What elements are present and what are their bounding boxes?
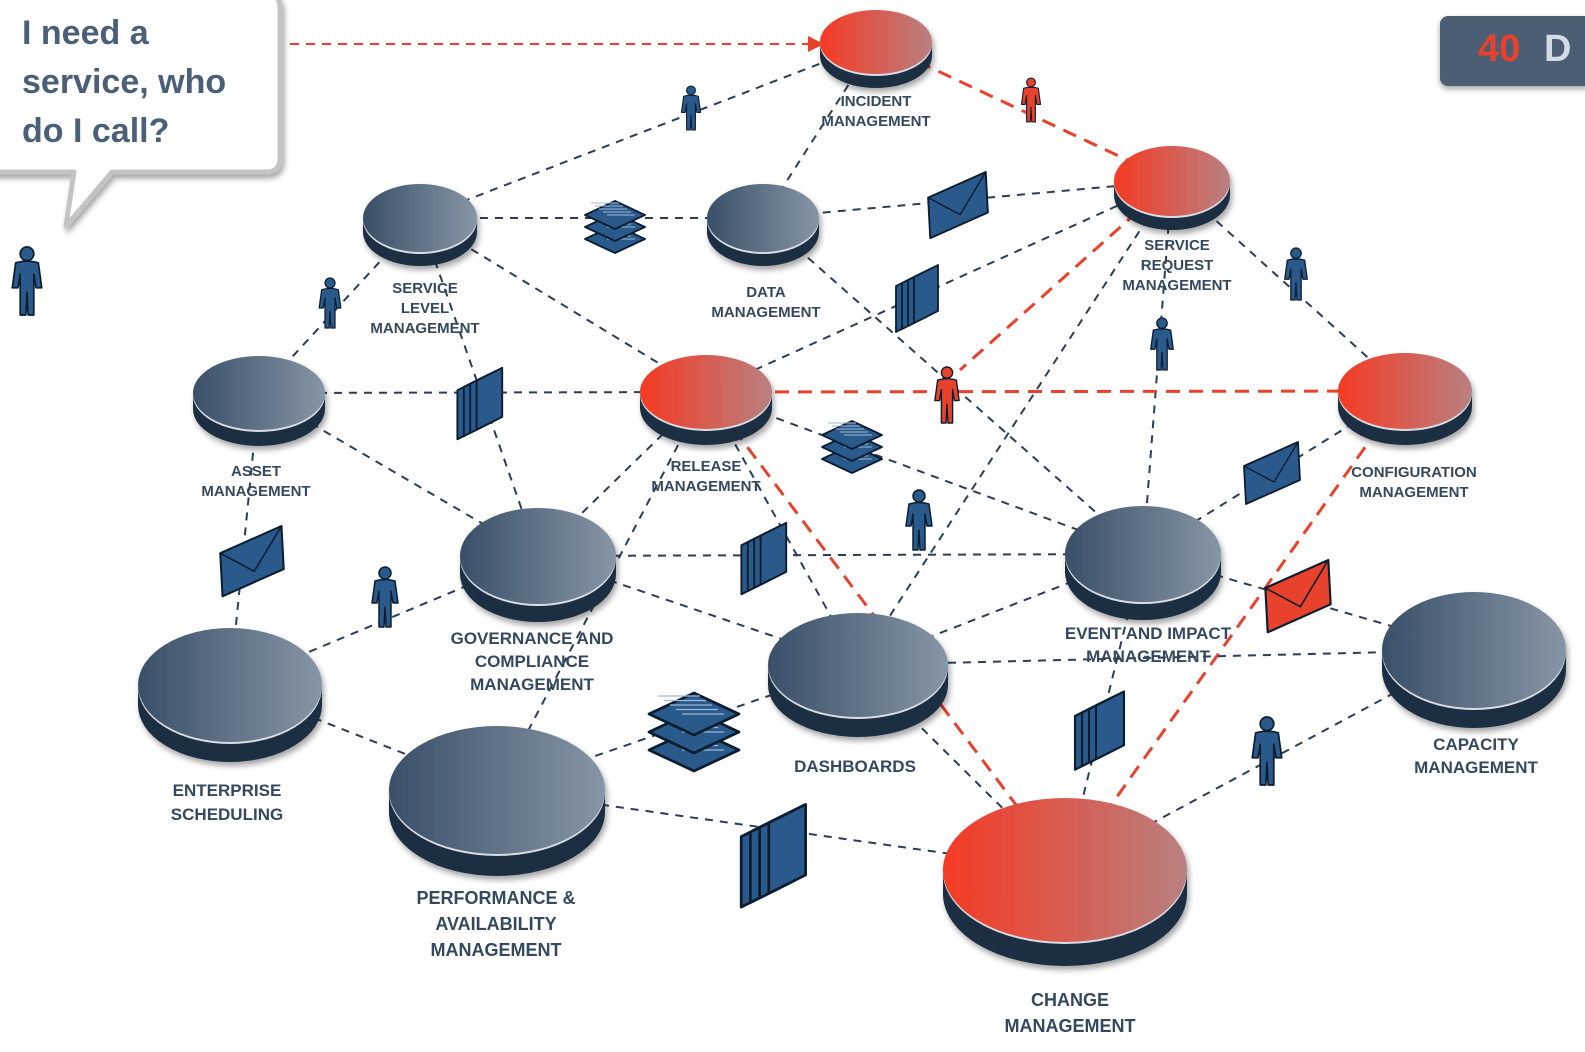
node-asset[interactable]: [193, 356, 325, 446]
document-stack-icon: [821, 420, 883, 474]
person-icon: [680, 85, 702, 131]
person-icon: [371, 566, 399, 628]
node-change[interactable]: [943, 798, 1187, 966]
edge-release-configuration: [705, 389, 1406, 394]
person-icon: [1251, 716, 1283, 786]
speech-bubble-shape: [0, 0, 283, 229]
envelope-icon: [1243, 441, 1301, 505]
node-event[interactable]: [1065, 506, 1221, 620]
edge-release-event: [705, 391, 1144, 555]
node-dashboards[interactable]: [768, 613, 948, 737]
badge-text: D: [1544, 28, 1572, 70]
person-icon: [11, 246, 43, 316]
folder-stack-icon: [895, 264, 939, 333]
arrowhead-icon: [808, 36, 824, 52]
envelope-icon: [927, 171, 989, 240]
person-icon: [1020, 77, 1042, 123]
node-performance[interactable]: [389, 726, 605, 876]
person-icon: [934, 366, 960, 424]
document-stack-icon: [647, 691, 741, 773]
slide-number-badge: 40 D: [1440, 16, 1585, 86]
person-icon: [318, 277, 342, 329]
node-enterprise[interactable]: [138, 628, 322, 762]
edge-governance-dashboards: [537, 555, 859, 666]
edge-service_request-release: [705, 180, 1173, 393]
folder-stack-icon: [1073, 690, 1126, 771]
edge-data-event: [762, 217, 1144, 555]
edge-governance-event: [537, 553, 1144, 557]
edge-release-change: [704, 391, 1067, 871]
node-capacity[interactable]: [1382, 592, 1566, 728]
node-label-dashboards: DASHBOARDS: [794, 757, 916, 776]
folder-stack-icon: [456, 366, 504, 441]
edge-service_request-dashboards: [857, 180, 1173, 666]
person-icon: [1284, 247, 1308, 301]
edge-dashboards-capacity: [857, 649, 1475, 666]
node-service-level[interactable]: [363, 184, 477, 266]
person-icon: [1150, 317, 1174, 371]
envelope-icon: [219, 524, 285, 598]
node-release[interactable]: [640, 355, 772, 445]
nodes-layer: [138, 10, 1566, 966]
folder-stack-icon: [740, 521, 788, 596]
edge-service_level-release: [419, 217, 707, 393]
document-stack-icon: [584, 200, 646, 254]
node-service-request[interactable]: [1114, 146, 1230, 230]
icons-layer: [11, 77, 1332, 909]
node-configuration[interactable]: [1338, 353, 1472, 445]
edge-service_level-incident: [419, 41, 877, 219]
node-data[interactable]: [707, 184, 819, 266]
person-icon: [905, 489, 933, 551]
folder-stack-icon: [739, 803, 807, 909]
node-governance[interactable]: [460, 508, 616, 622]
slide-number: 40: [1478, 28, 1521, 70]
edge-configuration-change: [1063, 390, 1407, 871]
node-incident[interactable]: [820, 10, 932, 88]
envelope-icon: [1264, 558, 1332, 634]
